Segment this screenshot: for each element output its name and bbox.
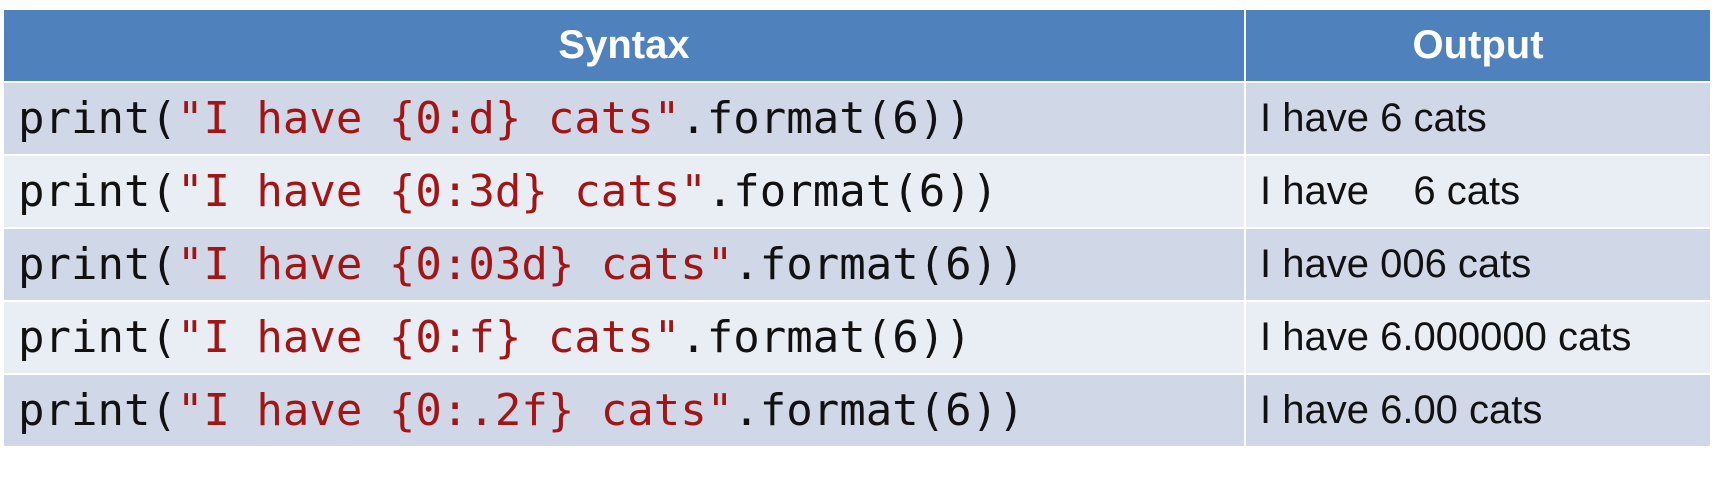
code-suffix: .format(6)) (680, 93, 972, 144)
code-prefix: print( (18, 93, 177, 144)
output-cell: I have 006 cats (1244, 227, 1712, 302)
code-prefix: print( (18, 166, 177, 217)
table-row: print("I have {0:.2f} cats".format(6)) I… (2, 373, 1712, 448)
output-cell: I have 6 cats (1244, 81, 1712, 156)
output-cell: I have 6 cats (1244, 154, 1712, 229)
format-examples-table: Syntax Output print("I have {0:d} cats".… (2, 8, 1712, 448)
syntax-cell: print("I have {0:03d} cats".format(6)) (2, 227, 1246, 302)
code-prefix: print( (18, 385, 177, 436)
table-row: print("I have {0:f} cats".format(6)) I h… (2, 300, 1712, 375)
syntax-column-header: Syntax (2, 8, 1246, 83)
syntax-cell: print("I have {0:d} cats".format(6)) (2, 81, 1246, 156)
syntax-cell: print("I have {0:3d} cats".format(6)) (2, 154, 1246, 229)
table-row: print("I have {0:3d} cats".format(6)) I … (2, 154, 1712, 229)
string-literal: "I have {0:03d} cats" (176, 239, 734, 290)
string-literal: "I have {0:f} cats" (176, 312, 681, 363)
string-literal: "I have {0:.2f} cats" (176, 385, 734, 436)
output-cell: I have 6.000000 cats (1244, 300, 1712, 375)
code-suffix: .format(6)) (733, 239, 1025, 290)
string-literal: "I have {0:d} cats" (176, 93, 681, 144)
syntax-cell: print("I have {0:f} cats".format(6)) (2, 300, 1246, 375)
syntax-cell: print("I have {0:.2f} cats".format(6)) (2, 373, 1246, 448)
header-row: Syntax Output (2, 8, 1712, 83)
code-suffix: .format(6)) (680, 312, 972, 363)
table-row: print("I have {0:03d} cats".format(6)) I… (2, 227, 1712, 302)
string-literal: "I have {0:3d} cats" (176, 166, 707, 217)
table-row: print("I have {0:d} cats".format(6)) I h… (2, 81, 1712, 156)
output-cell: I have 6.00 cats (1244, 373, 1712, 448)
code-suffix: .format(6)) (733, 385, 1025, 436)
output-column-header: Output (1244, 8, 1712, 83)
code-prefix: print( (18, 239, 177, 290)
code-suffix: .format(6)) (706, 166, 999, 217)
code-prefix: print( (18, 312, 177, 363)
